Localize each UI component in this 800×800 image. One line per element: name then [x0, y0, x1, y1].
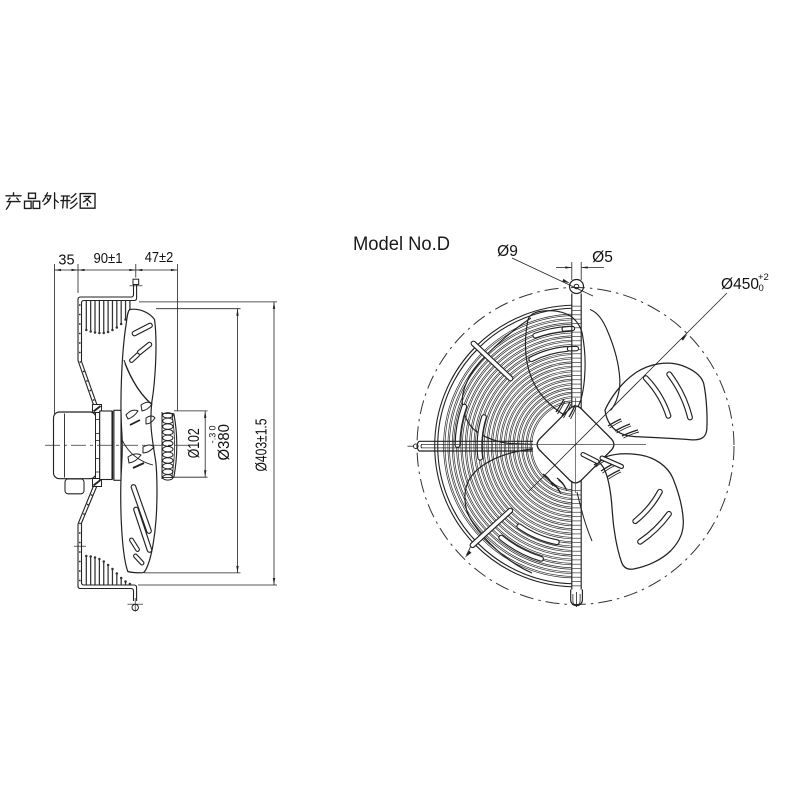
svg-text:0: 0 [208, 425, 218, 430]
svg-text:35: 35 [58, 253, 74, 269]
svg-text:Ø5: Ø5 [592, 249, 613, 266]
svg-text:-.3: -.3 [208, 433, 218, 444]
svg-text:0: 0 [759, 283, 764, 294]
svg-text:Ø102: Ø102 [186, 428, 203, 458]
svg-text:Ø380: Ø380 [216, 424, 233, 461]
svg-text:90±1: 90±1 [94, 251, 123, 267]
svg-text:Model No.D: Model No.D [353, 234, 450, 255]
svg-text:+2: +2 [758, 272, 769, 283]
svg-text:Ø450: Ø450 [721, 276, 759, 293]
svg-text:Ø9: Ø9 [497, 243, 518, 260]
svg-text:Ø403±1.5: Ø403±1.5 [253, 418, 270, 471]
svg-text:47±2: 47±2 [145, 250, 174, 266]
